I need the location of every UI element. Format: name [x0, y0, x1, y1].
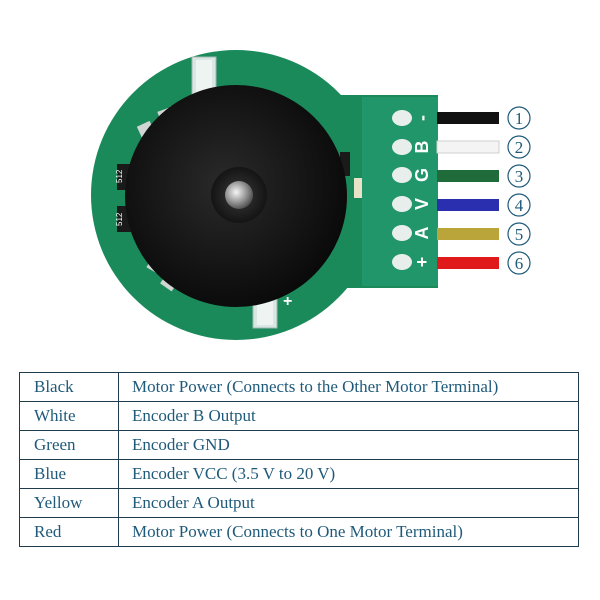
wire-number-circle	[507, 251, 531, 275]
wire-color-name: White	[19, 401, 119, 431]
wire-number-label: 4	[515, 196, 524, 215]
resistor-code-1: 512	[115, 169, 124, 183]
wire-function: Encoder GND	[118, 430, 579, 460]
pin-letter-4: V	[412, 198, 432, 210]
wire-number-circle	[507, 222, 531, 246]
motor-shaft	[225, 181, 253, 209]
wire-function: Motor Power (Connects to One Motor Termi…	[118, 517, 579, 547]
wire-color-name: Green	[19, 430, 119, 460]
wire-number-label: 5	[515, 225, 524, 244]
wire-color-name: Yellow	[19, 488, 119, 518]
wire-4	[437, 199, 499, 211]
wire-1	[437, 112, 499, 124]
magnet-disc	[125, 85, 347, 307]
hall-sensor-top	[191, 56, 217, 100]
wire-number-circle	[507, 164, 531, 188]
wire-number-circle	[507, 193, 531, 217]
wire-bundle	[436, 112, 500, 269]
wire-number-label: 2	[515, 138, 524, 157]
wire-5	[437, 228, 499, 240]
pin-letter-5: A	[412, 227, 432, 240]
wire-number-circle	[507, 106, 531, 130]
connector-pads	[392, 110, 412, 270]
wire-function: Encoder A Output	[118, 488, 579, 518]
wire-number-label: 1	[515, 109, 524, 128]
wire-callouts: 1 2 3 4 5 6	[507, 106, 531, 275]
wire-number-label: 6	[515, 254, 524, 273]
wire-function: Motor Power (Connects to the Other Motor…	[118, 372, 579, 402]
wire-2	[436, 140, 500, 154]
wire-function: Encoder VCC (3.5 V to 20 V)	[118, 459, 579, 489]
wire-color-name: Red	[19, 517, 119, 547]
pin-letters: - B G V A +	[412, 115, 432, 267]
wire-color-name: Blue	[19, 459, 119, 489]
wire-color-name: Black	[19, 372, 119, 402]
pin-letter-3: G	[412, 168, 432, 182]
wire-number-label: 3	[515, 167, 524, 186]
wire-6	[437, 257, 499, 269]
wire-number-circle	[507, 135, 531, 159]
pin-letter-1: -	[412, 115, 432, 121]
wire-function: Encoder B Output	[118, 401, 579, 431]
encoder-board-diagram: 512 512 R1 R2 C3 S Y Y + - B G V A + 123…	[91, 50, 531, 340]
pin-letter-6: +	[412, 257, 432, 268]
pin-letter-2: B	[412, 141, 432, 154]
label-plus: +	[283, 293, 292, 310]
wire-3	[437, 170, 499, 182]
resistor-code-2: 512	[115, 212, 124, 226]
